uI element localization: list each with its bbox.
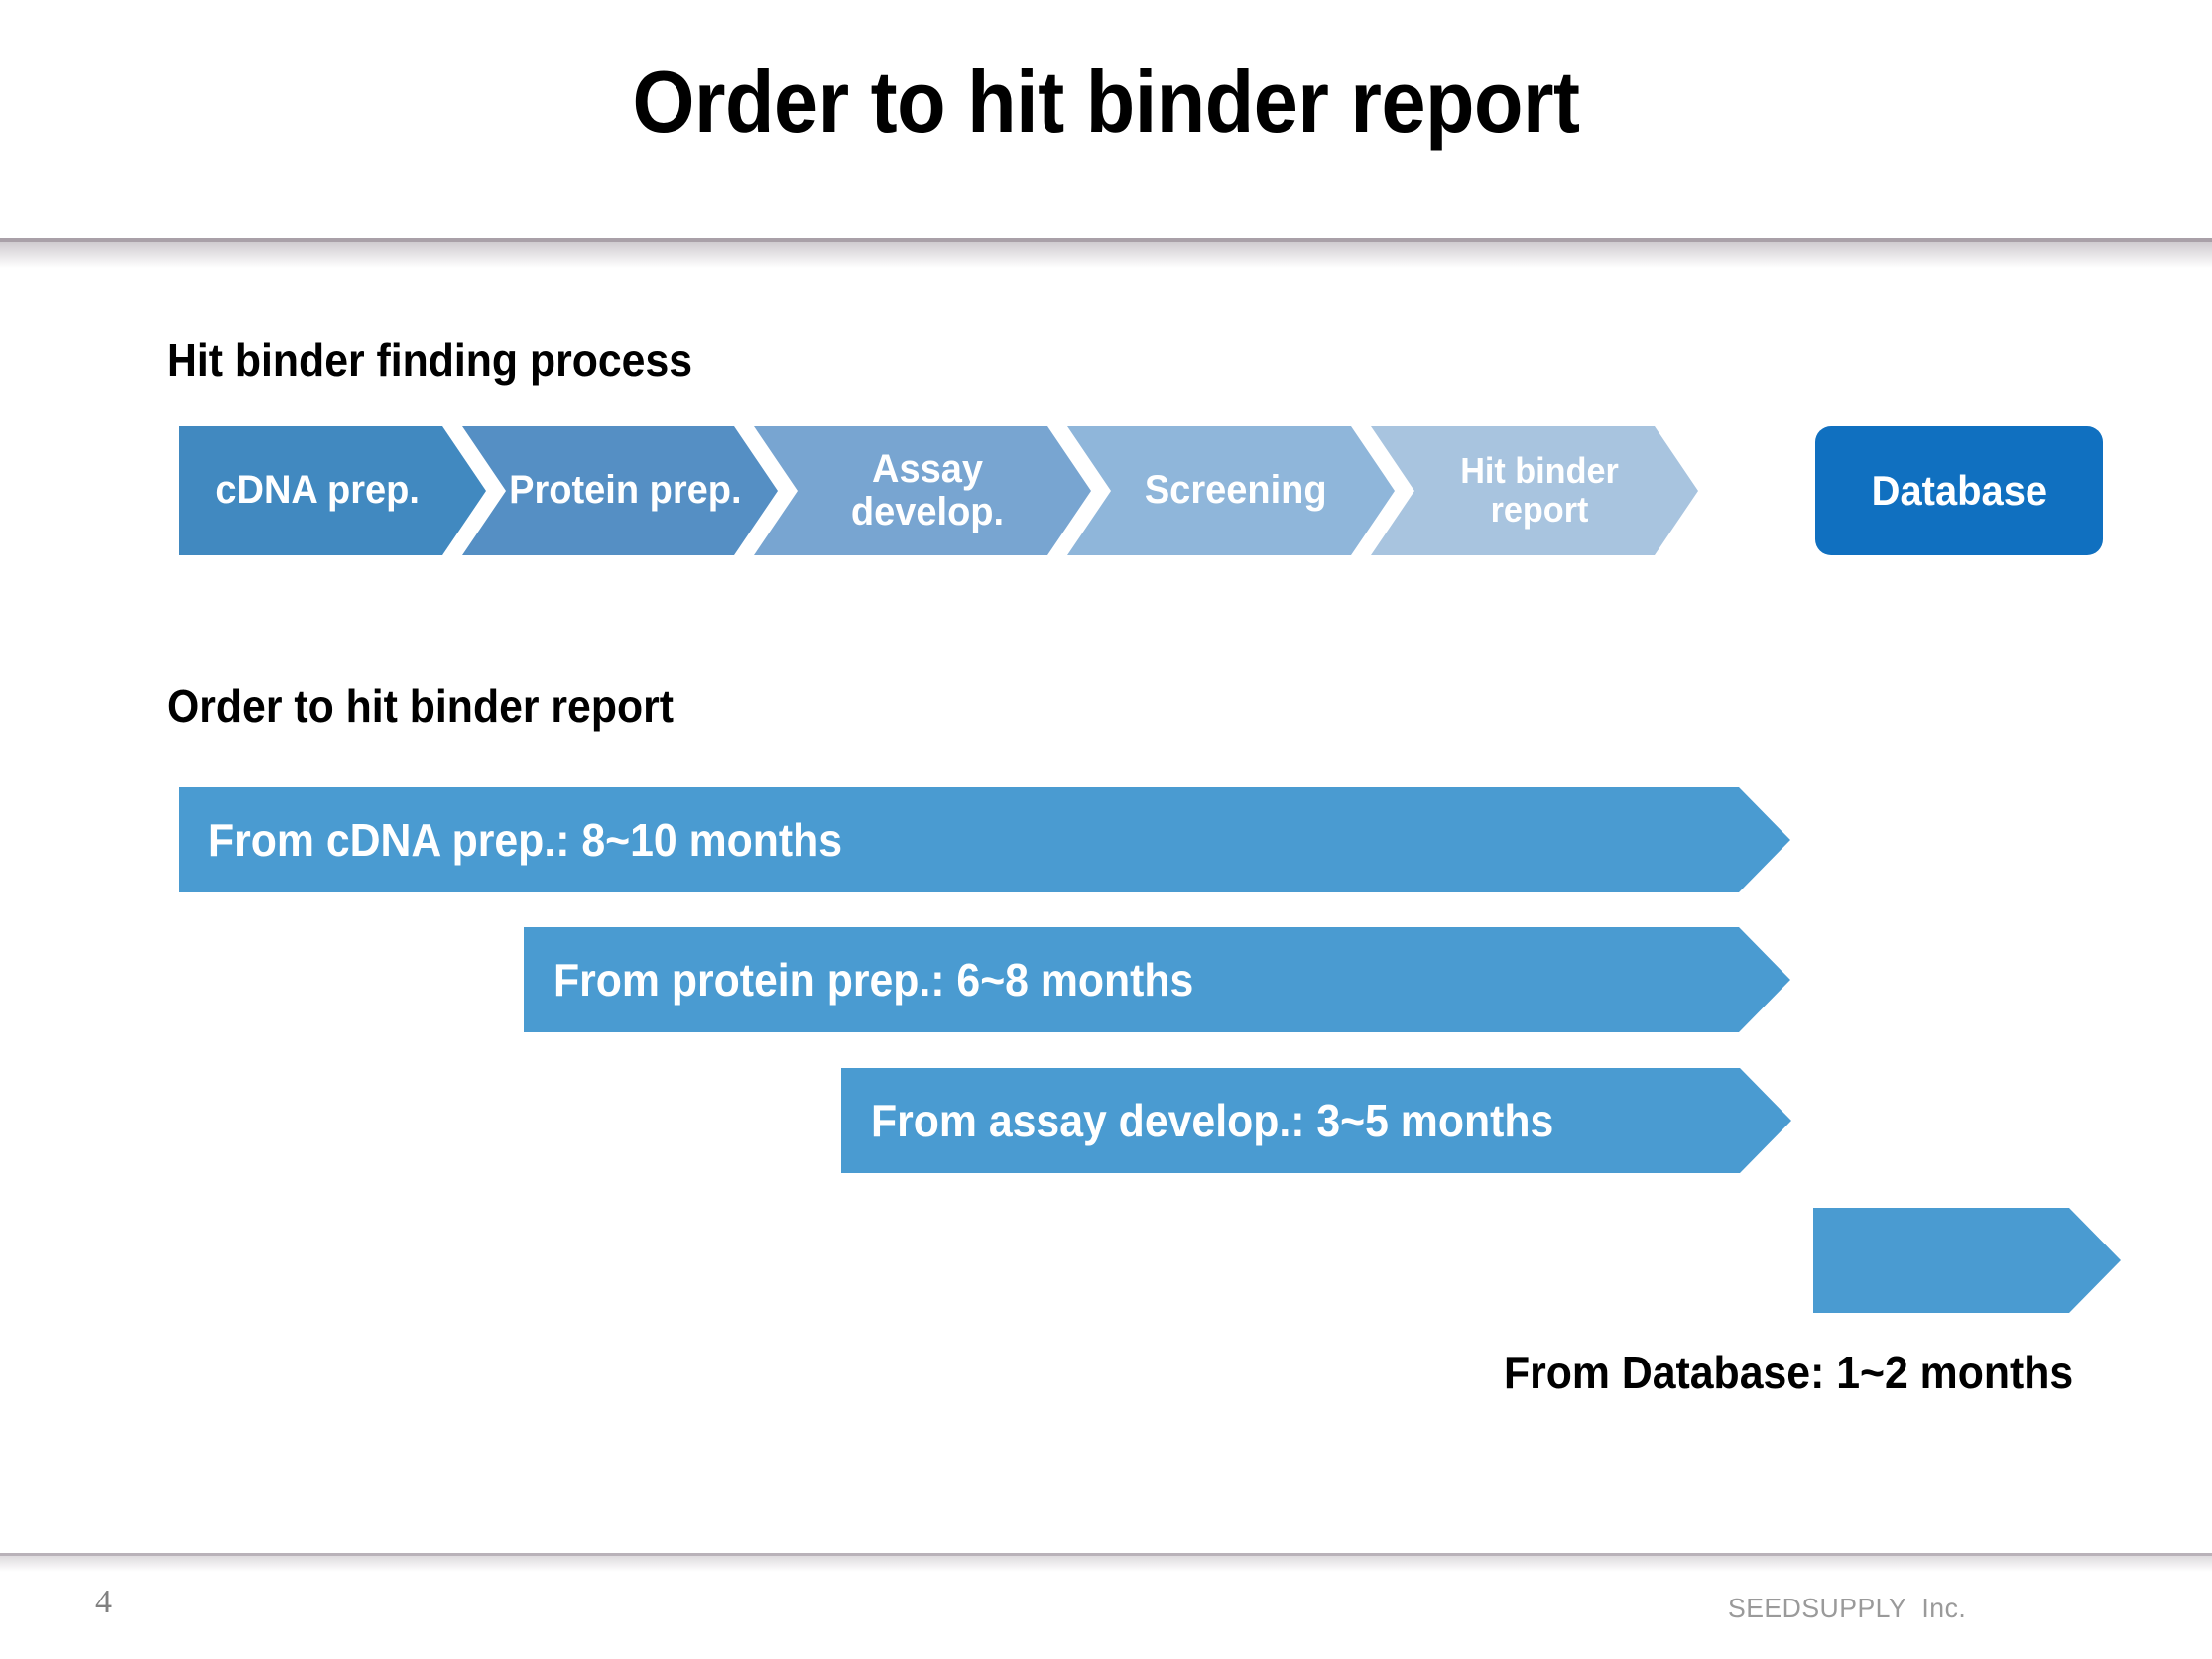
- timeline-bar-label: From protein prep.: 6~8 months: [553, 954, 1194, 1006]
- process-terminal-label: Database: [1871, 467, 2047, 514]
- timeline-bar-from-assay-develop: From assay develop.: 3~5 months: [841, 1068, 1791, 1173]
- timeline-caption-from-database: From Database: 1~2 months: [1504, 1347, 2074, 1398]
- process-step-label: Protein prep.: [508, 468, 742, 513]
- process-step-label: Screening: [1145, 468, 1327, 513]
- section-heading-timeline: Order to hit binder report: [167, 680, 675, 732]
- process-step-label: Assay develop.: [850, 446, 1005, 533]
- timeline-bar-from-database: [1813, 1208, 2121, 1313]
- timeline-bar-from-cdna-prep: From cDNA prep.: 8~10 months: [179, 787, 1790, 892]
- process-flow-diagram: cDNA prep. Protein prep. Assay develop. …: [179, 426, 2113, 555]
- process-step-hit-binder-report: Hit binder report: [1371, 426, 1698, 555]
- footer-divider: [0, 1553, 2212, 1556]
- page-title: Order to hit binder report: [632, 53, 1580, 151]
- footer-divider-shadow: [0, 1556, 2212, 1572]
- process-terminal-database: Database: [1815, 426, 2103, 555]
- header-divider: [0, 238, 2212, 242]
- header-divider-shadow: [0, 242, 2212, 268]
- timeline-bar-label: From cDNA prep.: 8~10 months: [208, 814, 843, 866]
- company-footer: SEEDSUPPLY Inc.: [1728, 1593, 1967, 1623]
- process-step-cdna-prep: cDNA prep.: [179, 426, 486, 555]
- timeline-bar-from-protein-prep: From protein prep.: 6~8 months: [524, 927, 1790, 1032]
- process-step-assay-develop: Assay develop.: [754, 426, 1091, 555]
- process-step-screening: Screening: [1067, 426, 1395, 555]
- process-step-label: cDNA prep.: [215, 468, 420, 513]
- section-heading-process: Hit binder finding process: [167, 334, 693, 386]
- timeline-bar-label: From assay develop.: 3~5 months: [871, 1095, 1554, 1146]
- process-step-protein-prep: Protein prep.: [462, 426, 778, 555]
- process-step-label: Hit binder report: [1460, 450, 1619, 530]
- page-number: 4: [95, 1584, 112, 1620]
